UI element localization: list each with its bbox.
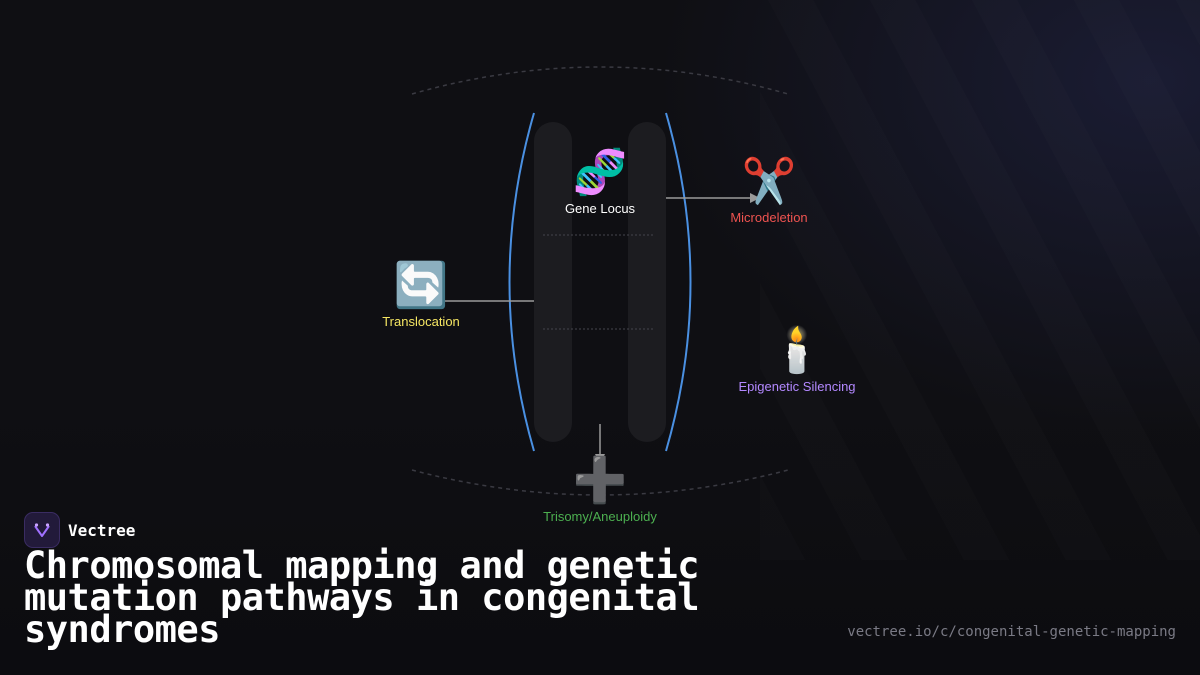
vectree-logo-icon	[24, 512, 60, 548]
node-trisomy-aneuploidy: ➕ Trisomy/Aneuploidy	[543, 456, 657, 524]
right-bracket	[665, 112, 692, 452]
top-dashed-arc	[411, 66, 789, 95]
bottom-dashed-arc	[411, 469, 789, 496]
chromatid-left	[534, 122, 572, 442]
epigenetic-silencing-label: Epigenetic Silencing	[738, 379, 856, 394]
trisomy-aneuploidy-label: Trisomy/Aneuploidy	[543, 509, 657, 524]
translocation-label: Translocation	[382, 314, 460, 329]
microdeletion-label: Microdeletion	[730, 210, 808, 225]
left-bracket	[508, 112, 535, 452]
node-translocation: 🔄 Translocation	[382, 261, 460, 329]
gene-locus-label: Gene Locus	[564, 201, 636, 216]
page-url[interactable]: vectree.io/c/congenital-genetic-mapping	[847, 624, 1176, 640]
chromatid-right	[628, 122, 666, 442]
brand-name: Vectree	[68, 520, 136, 540]
page-title: Chromosomal mapping and genetic mutation…	[24, 544, 700, 651]
cycle-arrows-icon: 🔄	[393, 261, 449, 310]
dna-icon: 🧬	[572, 148, 628, 197]
candle-icon: 🕯️	[769, 326, 825, 375]
brand[interactable]: Vectree	[24, 512, 135, 548]
plus-icon: ➕	[572, 456, 628, 505]
node-epigenetic-silencing: 🕯️ Epigenetic Silencing	[738, 326, 855, 394]
background-rays	[760, 0, 1200, 560]
scissors-icon: ✂️	[741, 157, 797, 206]
vectree-logo-mark	[34, 523, 50, 537]
node-microdeletion: ✂️ Microdeletion	[730, 157, 807, 225]
node-gene-locus: 🧬 Gene Locus	[565, 148, 635, 216]
